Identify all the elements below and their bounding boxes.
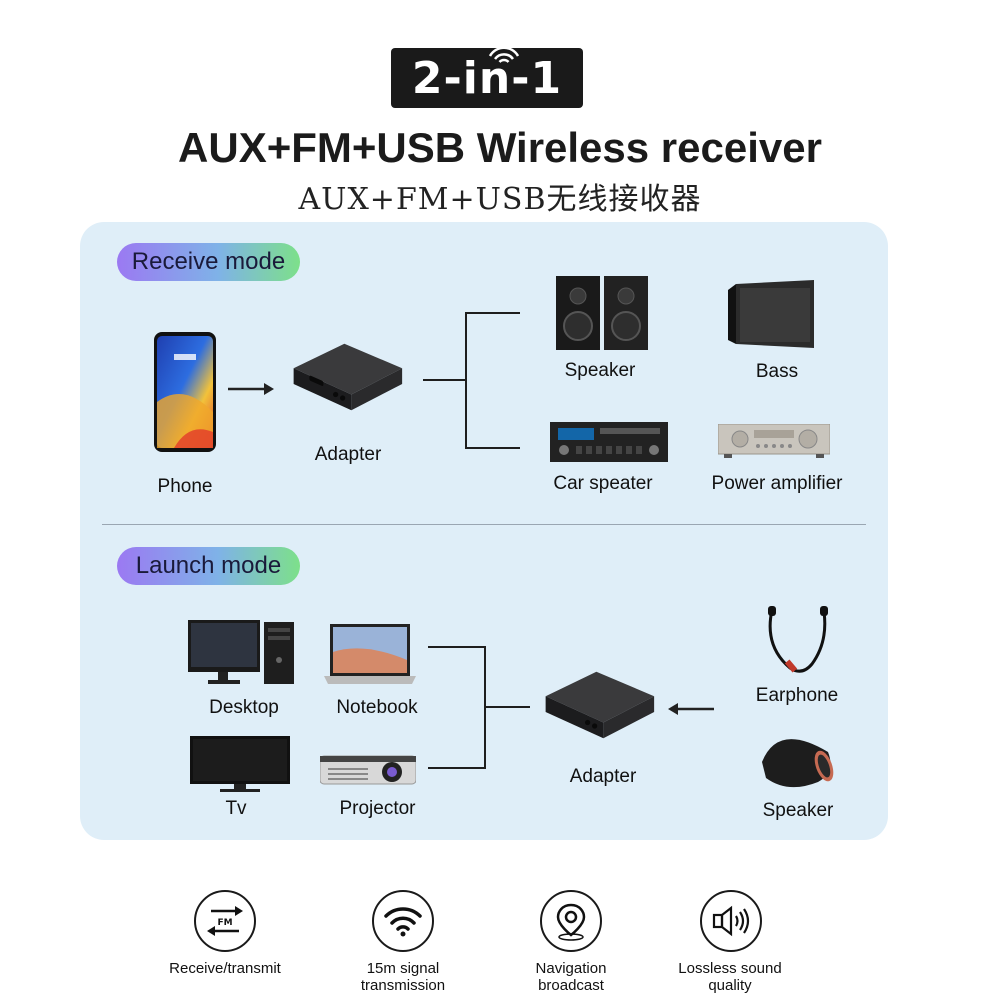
bass-subwoofer-image xyxy=(728,280,814,348)
launch-mode-pill: Launch mode xyxy=(117,547,300,585)
wifi-signal-icon xyxy=(488,46,520,63)
connector-line xyxy=(465,312,520,314)
output-label-speaker: Speaker xyxy=(564,360,636,381)
adapter-image xyxy=(545,671,655,739)
location-pin-icon xyxy=(556,903,586,941)
speaker-image xyxy=(556,276,648,350)
notebook-image xyxy=(324,624,416,684)
feature-label-line1: Navigation xyxy=(535,960,607,977)
feature-label-line2: transmission xyxy=(360,977,446,994)
source-label-tv: Tv xyxy=(225,798,247,819)
badge-2-in-1: 2-in-1 xyxy=(391,46,583,108)
phone-label: Phone xyxy=(157,476,213,497)
feature-label-1: 15m signal transmission xyxy=(336,960,470,994)
feature-label-line2: quality xyxy=(708,977,752,994)
connector-line xyxy=(428,646,484,648)
wifi-icon xyxy=(384,907,422,937)
connector-line xyxy=(428,767,484,769)
feature-label-line2: broadcast xyxy=(538,977,604,994)
feature-fm-transfer: FM xyxy=(194,890,256,952)
cone-speaker-image xyxy=(762,739,834,788)
connector-line xyxy=(484,706,530,708)
arrow-left-icon xyxy=(668,703,714,715)
adapter-image xyxy=(293,343,403,411)
speaker-sound-icon xyxy=(712,905,750,937)
adapter-label: Adapter xyxy=(314,444,382,465)
phone-image xyxy=(154,332,216,452)
feature-navigation xyxy=(540,890,602,952)
feature-label-line1: Lossless sound xyxy=(678,960,782,977)
source-label-desktop: Desktop xyxy=(209,697,279,718)
adapter-label: Adapter xyxy=(569,766,637,787)
earphone-image xyxy=(768,606,828,673)
projector-image xyxy=(320,755,416,785)
connector-line xyxy=(465,312,467,449)
feature-label-line1: 15m signal xyxy=(366,960,440,977)
connector-line xyxy=(423,379,465,381)
connector-line xyxy=(465,447,520,449)
tv-image xyxy=(190,736,290,792)
feature-label-0: Receive/transmit xyxy=(158,960,292,977)
feature-label-line1: Receive/transmit xyxy=(169,960,281,977)
fm-transfer-icon: FM xyxy=(207,906,243,936)
fm-icon-text: FM xyxy=(217,918,232,928)
badge-text: 2-in-1 xyxy=(411,52,563,104)
power-amplifier-image xyxy=(718,424,830,458)
feature-label-3: Lossless sound quality xyxy=(662,960,798,994)
output-label-speaker-launch: Speaker xyxy=(762,800,834,821)
feature-wifi xyxy=(372,890,434,952)
desktop-image xyxy=(188,620,294,684)
receive-mode-pill: Receive mode xyxy=(117,243,300,281)
page-title: AUX+FM+USB Wireless receiver xyxy=(178,124,822,171)
output-label-earphone: Earphone xyxy=(755,685,839,706)
arrow-right-icon xyxy=(228,383,274,395)
source-label-projector: Projector xyxy=(339,798,416,819)
source-label-notebook: Notebook xyxy=(336,697,418,718)
car-stereo-image xyxy=(550,422,668,462)
mode-divider xyxy=(102,524,866,525)
output-label-bass: Bass xyxy=(755,361,799,382)
output-label-power-amplifier: Power amplifier xyxy=(711,473,843,494)
page-subtitle: AUX+FM+USB无线接收器 xyxy=(298,182,702,217)
feature-label-2: Navigation broadcast xyxy=(504,960,638,994)
output-label-car-speater: Car speater xyxy=(553,473,653,494)
feature-sound xyxy=(700,890,762,952)
